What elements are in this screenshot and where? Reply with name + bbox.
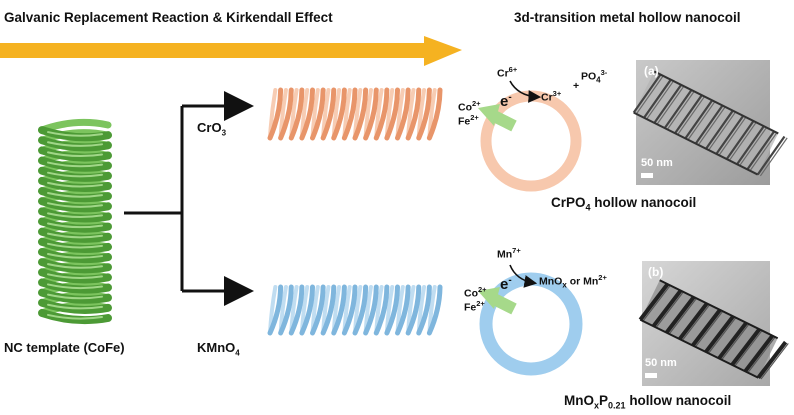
electron-bottom: e-: [500, 275, 512, 293]
branch-arrows: [124, 91, 254, 306]
crpo4-nanocoil: [267, 87, 443, 141]
plus-sign: +: [573, 80, 580, 92]
ion-mnox-or-mn2: MnOx or Mn2+: [539, 273, 607, 290]
scale-bar-b: [645, 373, 657, 378]
ion-po4: PO43-: [581, 68, 608, 85]
ion-fe2-top: Fe2+: [458, 113, 479, 128]
ion-mn7: Mn7+: [497, 246, 521, 261]
reagent-cro3: CrO3: [197, 120, 227, 138]
reagent-kmno4: KMnO4: [197, 340, 240, 358]
panel-label-a: (a): [644, 64, 659, 78]
product-label-mnox: MnOxP0.21 hollow nanocoil: [564, 393, 732, 411]
electron-top: e-: [500, 92, 512, 110]
tem-image-b: [638, 261, 789, 386]
reduction-arrow-top: [509, 80, 542, 103]
ion-fe2-bottom: Fe2+: [464, 299, 485, 314]
reduction-arrow-bottom: [509, 264, 538, 288]
right-title: 3d-transition metal hollow nanocoil: [514, 10, 741, 25]
scale-text-b: 50 nm: [645, 357, 677, 369]
template-label: NC template (CoFe): [4, 340, 125, 355]
tem-image-a: [632, 60, 788, 185]
process-arrow: [0, 36, 462, 66]
scale-bar-a: [641, 173, 653, 178]
left-title: Galvanic Replacement Reaction & Kirkenda…: [4, 10, 333, 25]
mnox-nanocoil: [267, 284, 443, 336]
electron-transfer-arrow-top: [478, 104, 517, 132]
ion-cr3: Cr3+: [541, 89, 562, 104]
electron-transfer-arrow-bottom: [478, 287, 517, 315]
ion-cr6: Cr6+: [497, 65, 518, 80]
product-label-crpo4: CrPO4 hollow nanocoil: [551, 195, 697, 213]
ion-co2-top: Co2+: [458, 99, 481, 114]
scale-text-a: 50 nm: [641, 157, 673, 169]
panel-label-b: (b): [648, 265, 664, 279]
template-nanocoil: [38, 118, 112, 325]
ion-co2-bottom: Co2+: [464, 285, 487, 300]
